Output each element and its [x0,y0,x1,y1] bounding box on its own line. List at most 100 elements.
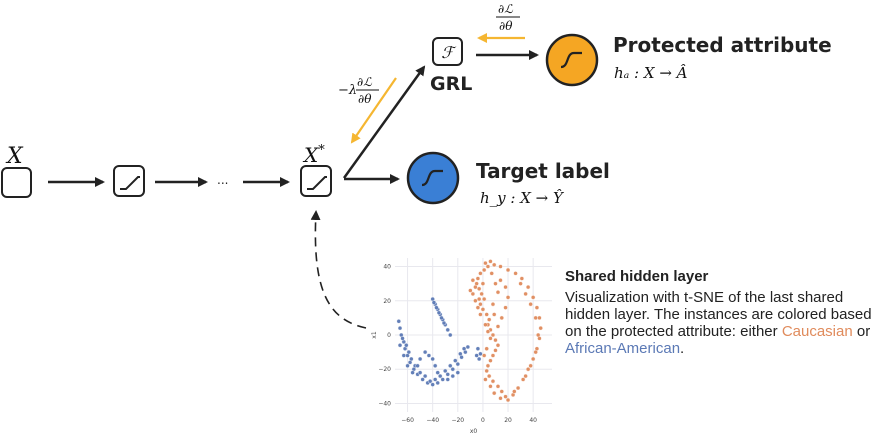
african-american-point [422,373,428,379]
x-tick-label: −60 [401,417,414,424]
african-american-point [417,370,423,375]
caucasian-point [523,291,528,297]
african-american-point [441,320,447,326]
y-tick-label: −20 [378,366,391,373]
african-american-point [431,300,437,305]
african-american-point [445,372,450,377]
caucasian-point [490,353,496,358]
african-american-point [430,382,435,387]
caucasian-point [503,305,508,310]
caucasian-point [483,377,488,382]
caucasian-point [515,385,521,391]
caucasian-point [528,302,533,307]
african-american-point [415,363,420,368]
input-label: X [5,144,24,169]
african-american-point [410,370,415,375]
caucasian-point [495,290,501,295]
african-american-point [450,373,455,379]
caucasian-point [495,324,501,329]
shared-label: X* [302,143,325,167]
left-grad-num: ∂ℒ [357,75,372,89]
caucasian-point [499,389,504,394]
panel-text-prefix: Visualization with t-SNE of the last sha… [565,289,872,340]
caucasian-point [485,264,491,269]
x-tick-label: 0 [481,417,485,424]
african-american-point [396,319,401,324]
african-american-point [409,356,414,362]
african-american-point [427,379,433,384]
activation-icon [120,176,140,190]
caucasian-point [489,271,494,276]
caucasian-point [473,298,478,303]
african-american-point [432,363,438,368]
african-american-point [455,361,460,367]
african-american-point [397,343,403,348]
target-label-node [406,151,460,205]
lambda-prefix: −λ [338,83,357,98]
african-american-point [400,336,405,341]
protected-attribute-node [545,33,599,87]
grl-symbol: ℱ [441,43,457,62]
caucasian-point [512,389,517,394]
x-axis-label: x0 [470,428,478,435]
dashed-link-to-plot [310,210,367,329]
top-grad-num: ∂ℒ [498,2,513,16]
african-american-point [465,344,471,350]
african-american-point [406,349,412,355]
african-american-point [448,332,453,338]
caucasian-point [483,322,488,327]
caucasian-point [478,312,483,317]
target-title: Target label [476,159,610,183]
y-axis-label: x1 [371,331,378,339]
caucasian-point [478,271,483,276]
caucasian-point [483,260,488,266]
caucasian-point [476,296,482,302]
caucasian-point [484,346,489,351]
caucasian-point [503,394,508,399]
caucasian-point [470,278,476,283]
african-american-point [478,351,483,357]
grl-node [432,37,463,66]
caucasian-point [480,281,486,286]
african-american-point [435,380,440,386]
caucasian-point [533,315,538,321]
african-american-point [404,343,409,348]
african-american-point [453,358,458,363]
panel-text-suffix: . [680,340,685,357]
african-american-point [432,377,438,382]
caucasian-point [493,281,498,286]
caucasian-point [498,264,503,269]
caucasian-point [498,278,503,283]
shared-hidden-layer [300,165,332,197]
ellipsis: ... [217,173,228,187]
sigmoid-icon [560,51,582,69]
caucasian-point [492,390,497,396]
african-american-point [426,353,432,358]
caucasian-point [487,317,492,322]
y-tick-label: 0 [387,332,391,339]
caucasian-point [485,363,491,368]
caucasian-point [481,296,487,302]
caucasian-point [470,291,476,297]
caucasian-point [488,336,493,341]
african-american-point [436,310,442,315]
activation-icon [307,176,327,190]
caucasian-point [481,267,487,273]
caucasian-point [530,356,536,362]
african-american-label: African-American [565,340,681,357]
african-american-point [476,356,482,362]
african-american-point [461,346,467,351]
caucasian-point [505,295,511,300]
y-tick-label: −40 [378,400,391,407]
african-american-point [435,370,440,375]
african-american-point [448,363,453,368]
caucasian-point [493,337,498,343]
caucasian-point [485,329,491,334]
panel-text-or: or [852,323,871,340]
caucasian-point [493,348,498,353]
african-american-point [443,368,448,374]
caucasian-point [528,363,533,368]
african-american-point [439,315,444,321]
panel-title: Shared hidden layer [565,268,709,285]
